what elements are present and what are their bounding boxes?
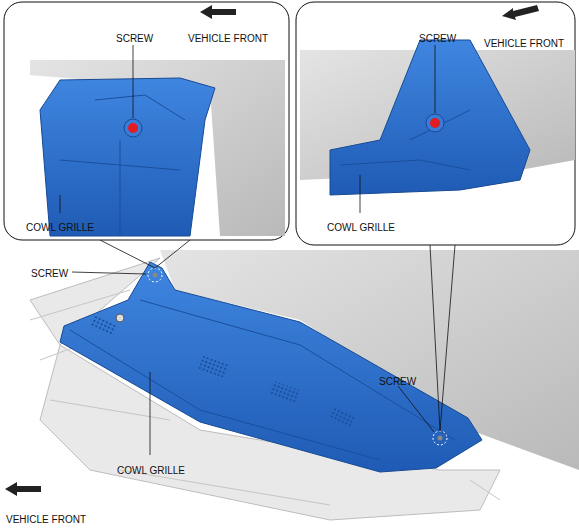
part-label: VEHICLE FRONT: [483, 38, 565, 49]
part-label: COWL GRILLE: [116, 465, 186, 476]
part-label: SCREW: [115, 33, 154, 44]
part-label: COWL GRILLE: [326, 222, 396, 233]
part-label: SCREW: [418, 33, 457, 44]
part-label: VEHICLE FRONT: [187, 33, 269, 44]
part-label: SCREW: [30, 268, 69, 279]
part-label: SCREW: [378, 376, 417, 387]
part-label: VEHICLE FRONT: [5, 514, 87, 525]
part-label: COWL GRILLE: [25, 222, 95, 233]
